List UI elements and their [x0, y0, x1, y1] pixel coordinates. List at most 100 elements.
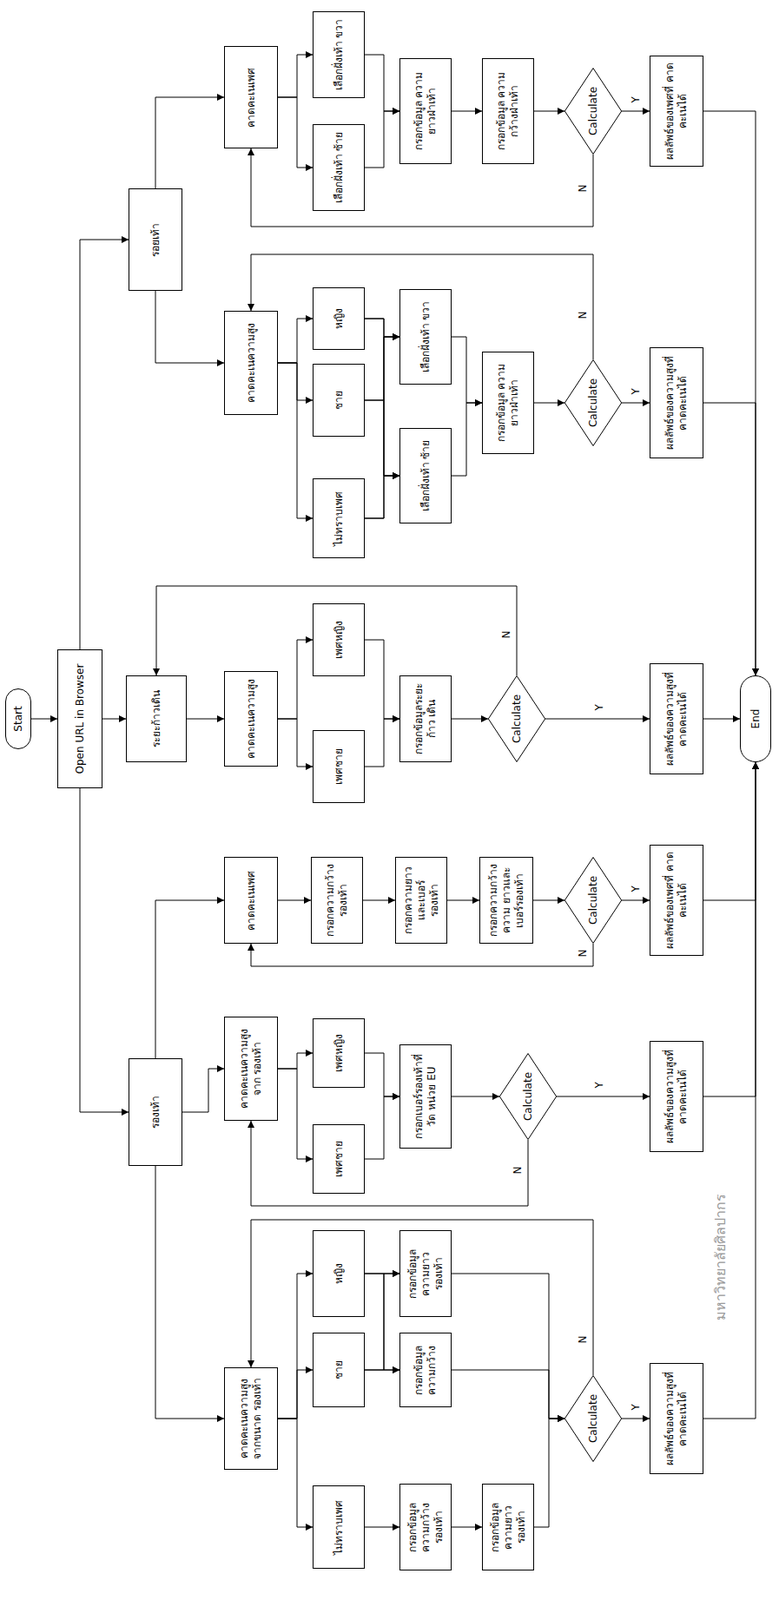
- node-text: กรอกข้อมูล ความยาวฝ่าเท้า: [412, 64, 439, 159]
- terminal-pill: End: [739, 675, 772, 763]
- flow-arrow: [451, 1527, 482, 1529]
- flow-arrow: [277, 54, 313, 98]
- node-text: กรอกข้อมูล ความกว้าง: [412, 1339, 439, 1402]
- node-text: Calculate: [510, 694, 524, 744]
- process-box: ระยะก้าวเดิน: [125, 675, 187, 763]
- process-box: เลือกฝั่งเท้า ขวา: [312, 11, 365, 99]
- flow-arrow: [102, 719, 126, 720]
- process-box: หญิง: [312, 287, 365, 350]
- process-box: ไม่ทราบเพศ: [312, 478, 365, 559]
- process-box: เลือกฝั่งเท้า ขวา: [399, 289, 452, 385]
- node-text: ผลลัพธ์ของเพศที่ คาดคะเนได้: [663, 61, 690, 161]
- flow-arrow: [703, 111, 756, 676]
- flow-arrow: [447, 900, 480, 902]
- node-text: ชาย: [332, 1360, 346, 1380]
- edge-label: N: [511, 1165, 524, 1177]
- edge-label: N: [576, 948, 589, 960]
- node-text: เพศชาย: [332, 748, 346, 786]
- flow-arrow: [451, 1096, 500, 1098]
- flow-arrow: [364, 1527, 400, 1529]
- node-text: คาดคะเนความสูง: [244, 679, 258, 760]
- process-box: คาดคะเนความสูง: [224, 671, 278, 767]
- flow-arrow: [155, 900, 225, 1059]
- node-text: Calculate: [587, 86, 601, 136]
- flow-arrow: [277, 318, 313, 364]
- node-text: กรอกความยาวและเบอร์ รองเท้า: [402, 863, 442, 938]
- flow-arrow: [277, 640, 313, 720]
- process-box: กรอกความกว้างรองเท้า: [310, 857, 364, 945]
- node-text: รอยเท้า: [149, 223, 163, 258]
- process-box: เลือกฝั่งเท้า ซ้าย: [399, 428, 452, 524]
- node-text: คาดคะเนความสูงจาก รองเท้า: [237, 1023, 265, 1116]
- flow-arrow: [534, 111, 565, 113]
- node-text: ผลลัพธ์ของความสูงที่ คาดคะเนได้: [663, 1047, 690, 1147]
- flow-arrow: [250, 1121, 529, 1207]
- process-box: กรอกความกว้าง ความ ยาวและเบอร์รองเท้า: [479, 857, 534, 945]
- decision-diamond: Calculate: [499, 1053, 557, 1141]
- process-box: ชาย: [312, 363, 365, 437]
- flow-arrow: [277, 1419, 313, 1528]
- node-text: กรอกข้อมูลระยะก้าว เดิน: [412, 681, 439, 757]
- flow-arrow: [182, 1069, 225, 1113]
- flow-arrow: [364, 54, 400, 112]
- node-text: Calculate: [587, 876, 601, 925]
- flow-arrow: [364, 1053, 400, 1097]
- decision-diamond: Calculate: [564, 359, 622, 447]
- edge-label: Y: [629, 386, 642, 397]
- node-text: ชาย: [332, 390, 346, 410]
- node-text: Open URL in Browser: [73, 664, 87, 775]
- flow-arrow: [79, 239, 129, 650]
- terminal-pill: Start: [5, 688, 32, 750]
- flow-arrow: [364, 1096, 400, 1160]
- process-box: ผลลัพธ์ของความสูงที่ คาดคะเนได้: [649, 663, 704, 775]
- decision-diamond: Calculate: [564, 857, 622, 945]
- flow-arrow: [556, 1096, 650, 1098]
- node-text: กรอกข้อมูล ความยาวรองเท้า: [406, 1236, 446, 1312]
- process-box: กรอกข้อมูล ความยาวฝ่าเท้า: [399, 58, 452, 165]
- node-text: Start: [12, 706, 26, 732]
- node-text: คาดคะเนเพศ: [244, 871, 258, 931]
- node-text: ผลลัพธ์ของความสูงที่ คาดคะเนได้: [663, 669, 690, 769]
- flow-arrow: [363, 900, 396, 902]
- flow-arrow: [451, 111, 482, 113]
- node-text: เพศชาย: [332, 1141, 346, 1178]
- node-text: กรอกความกว้างรองเท้า: [323, 863, 350, 938]
- flow-arrow: [364, 336, 400, 401]
- process-box: คาดคะเนความสูง: [224, 310, 278, 416]
- flow-arrow: [364, 640, 400, 720]
- process-box: คาดคะเนความสูงจาก รองเท้า: [224, 1016, 278, 1122]
- process-box: กรอกข้อมูล ความกว้างฝ่าเท้า: [481, 58, 535, 165]
- flow-arrow: [364, 475, 400, 519]
- decision-diamond: Calculate: [564, 67, 622, 155]
- node-text: เลือกฝั่งเท้า ซ้าย: [332, 132, 346, 205]
- process-box: ผลลัพธ์ของความสูงที่ คาดคะเนได้: [649, 347, 704, 459]
- decision-diamond: Calculate: [488, 675, 546, 763]
- process-box: กรอกข้อมูล ความยาวรองเท้า: [481, 1484, 535, 1572]
- node-text: กรอกข้อมูล ความยาวฝ่าเท้า: [495, 357, 522, 449]
- process-box: คาดคะเนความสูงจากขนาด รองเท้า: [224, 1367, 278, 1471]
- flow-arrow: [277, 1053, 313, 1070]
- flow-arrow: [364, 719, 400, 767]
- flow-arrow: [277, 1274, 313, 1420]
- process-box: ผลลัพธ์ของเพศที่ คาดคะเนได้: [649, 55, 704, 167]
- flow-arrow: [533, 900, 565, 902]
- flow-arrow: [703, 762, 756, 1097]
- process-box: คาดคะเนเพศ: [224, 857, 278, 945]
- flow-arrow: [364, 1274, 400, 1275]
- flow-arrow: [156, 586, 517, 676]
- process-box: รอยเท้า: [128, 188, 183, 291]
- node-text: คาดคะเนเพศ: [244, 67, 258, 128]
- process-box: กรอกข้อมูล ความยาวฝ่าเท้า: [481, 351, 535, 455]
- node-text: Calculate: [587, 1394, 601, 1444]
- flow-arrow: [186, 719, 225, 720]
- flow-arrow: [364, 1274, 400, 1371]
- process-box: กรอกข้อมูล ความกว้าง: [399, 1333, 452, 1408]
- flow-arrow: [451, 336, 482, 403]
- edge-label: Y: [593, 1080, 606, 1090]
- node-text: เลือกฝั่งเท้า ซ้าย: [419, 440, 433, 513]
- process-box: ผลลัพธ์ของความสูงที่ คาดคะเนได้: [649, 1041, 704, 1153]
- process-box: ผลลัพธ์ของเพศที่ คาดคะเนได้: [649, 845, 704, 957]
- edge-label: N: [576, 1334, 589, 1347]
